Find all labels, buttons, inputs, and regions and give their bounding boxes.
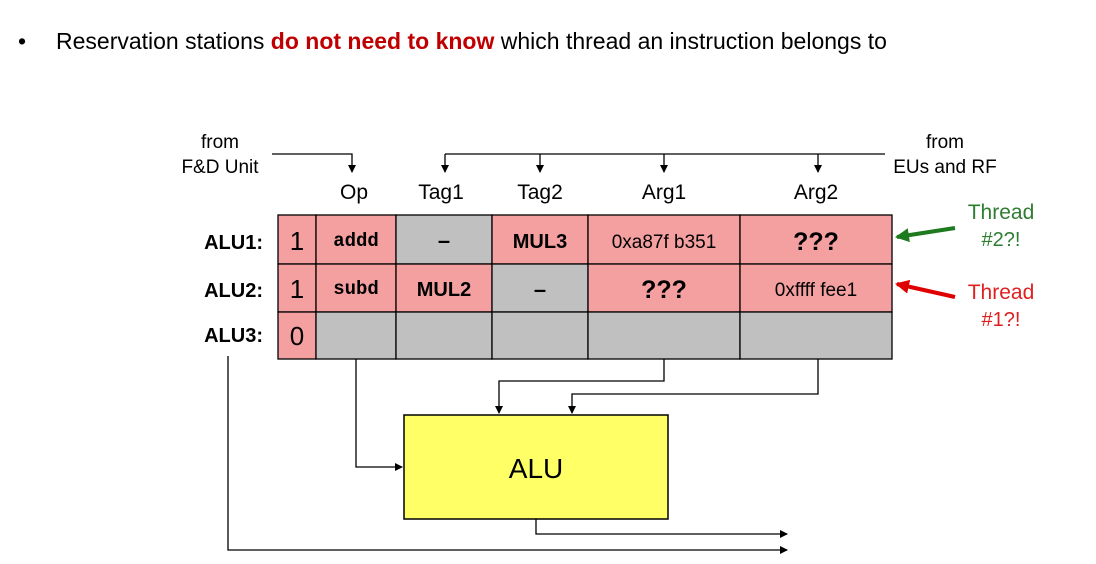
arg1-cell xyxy=(587,263,741,313)
arg2-cell xyxy=(739,214,893,265)
arg1-cell xyxy=(587,214,741,265)
bullet-point: • Reservation stations do not need to kno… xyxy=(18,28,887,55)
op-value: addd xyxy=(333,230,379,252)
arg2-value: ??? xyxy=(793,228,839,256)
tag1-value: MUL2 xyxy=(417,279,471,301)
busy-value: 0 xyxy=(290,321,304,351)
annotation-thread1-line2: #1?! xyxy=(982,309,1021,331)
bullet-marker: • xyxy=(18,28,27,54)
arg2-to-alu-arrow xyxy=(568,359,819,414)
column-header-tag2: Tag2 xyxy=(517,181,563,204)
source-left-line2: F&D Unit xyxy=(181,157,259,178)
busy-cell xyxy=(277,311,317,360)
bullet-text-before: Reservation stations xyxy=(56,28,271,54)
row-label-alu3: ALU3: xyxy=(204,325,263,347)
bullet-emphasis: do not need to know xyxy=(270,28,495,54)
alu-label: ALU xyxy=(509,453,563,484)
tag1-value: – xyxy=(438,228,450,253)
op-value: subd xyxy=(333,278,379,300)
column-header-op: Op xyxy=(340,181,368,204)
column-header-tag1: Tag1 xyxy=(418,181,464,204)
annotation-thread1-line1: Thread xyxy=(968,281,1035,304)
busy-value: 1 xyxy=(290,274,304,304)
alu3-tag-output-arrow xyxy=(227,356,788,554)
arg2-value: 0xffff fee1 xyxy=(775,280,857,301)
source-right-line2: EUs and RF xyxy=(893,157,996,178)
bullet-text-after: which thread an instruction belongs to xyxy=(494,28,887,54)
fd-to-op-arrow xyxy=(272,153,356,173)
row-label-alu1: ALU1: xyxy=(204,232,263,254)
arg1-value: 0xa87f b351 xyxy=(612,232,717,253)
table-row-alu3: 0 xyxy=(277,311,893,360)
column-header-arg1: Arg1 xyxy=(642,181,686,204)
tag2-value: – xyxy=(534,277,546,302)
source-left-line1: from xyxy=(201,132,239,153)
annotation-thread2-line2: #2?! xyxy=(982,229,1021,251)
annotation-thread2-line1: Thread xyxy=(968,201,1035,224)
op-to-alu-arrow xyxy=(355,359,403,471)
column-header-arg2: Arg2 xyxy=(794,181,838,204)
arg1-value: ??? xyxy=(641,276,687,304)
arg1-to-alu-arrow xyxy=(495,359,665,414)
arg2-cell xyxy=(739,263,893,313)
arg2-cell xyxy=(739,311,893,360)
thread2-arrow xyxy=(895,226,956,243)
op-cell xyxy=(315,311,397,360)
arg1-cell xyxy=(587,311,741,360)
tag1-cell xyxy=(395,311,493,360)
tag2-cell xyxy=(491,311,589,360)
op-cell xyxy=(315,263,397,313)
busy-cell xyxy=(277,214,317,265)
alu-result-arrow xyxy=(535,519,788,538)
table-row-alu2: 1 subd MUL2 – ??? 0xffff fee1 xyxy=(277,263,893,313)
row-label-alu2: ALU2: xyxy=(204,280,263,302)
table-row-alu1: 1 addd – MUL3 0xa87f b351 ??? xyxy=(277,214,893,265)
tag2-value: MUL3 xyxy=(513,231,567,253)
source-right-line1: from xyxy=(926,132,964,153)
alu-unit xyxy=(403,414,669,520)
tag1-cell xyxy=(395,214,493,265)
busy-value: 1 xyxy=(290,226,304,256)
thread1-arrow xyxy=(895,279,956,299)
tag1-cell xyxy=(395,263,493,313)
tag2-cell xyxy=(491,214,589,265)
